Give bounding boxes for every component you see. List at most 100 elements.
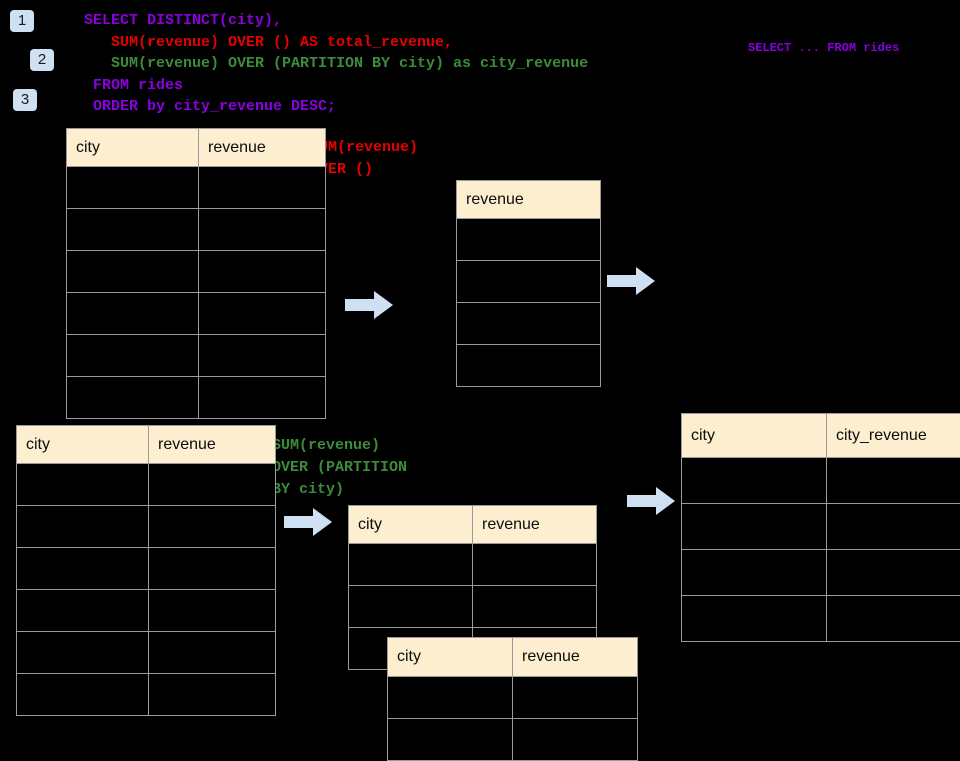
table-row — [349, 586, 597, 628]
arrow-groups-to-result — [627, 487, 675, 515]
column-header-revenue: revenue — [199, 129, 326, 167]
table-row — [67, 293, 326, 335]
table-row — [682, 504, 960, 550]
table-cell — [17, 632, 149, 674]
table-cell — [682, 550, 827, 596]
column-header-revenue: revenue — [473, 506, 597, 544]
column-header-revenue: revenue — [457, 181, 601, 219]
table-row — [67, 209, 326, 251]
table-cell — [827, 550, 960, 596]
table-row — [17, 590, 276, 632]
table-cell — [149, 506, 276, 548]
table-row — [17, 506, 276, 548]
table-cell — [457, 219, 601, 261]
table-cell — [199, 251, 326, 293]
table-cell — [149, 674, 276, 716]
table-cell — [513, 677, 638, 719]
arrow-total-to-result — [607, 267, 655, 295]
column-header-city: city — [17, 426, 149, 464]
table-row — [682, 458, 960, 504]
table-cell — [473, 544, 597, 586]
table-row — [457, 261, 601, 303]
step-badge-1: 1 — [10, 10, 34, 32]
table-cell — [17, 464, 149, 506]
table-row — [457, 219, 601, 261]
select-from-rides-note: SELECT ... FROM rides — [748, 38, 918, 58]
table-cell — [67, 377, 199, 419]
total-revenue-table: revenue — [456, 180, 601, 387]
table-cell — [199, 335, 326, 377]
table-cell — [682, 458, 827, 504]
table-cell — [513, 719, 638, 761]
sum-over-partition: SUM(revenue) OVER (PARTITION BY city) — [272, 435, 407, 501]
table-cell — [199, 209, 326, 251]
column-header-city: city — [682, 414, 827, 458]
table-header-row: revenue — [457, 181, 601, 219]
table-cell — [349, 586, 473, 628]
table-cell — [388, 677, 513, 719]
table-cell — [827, 596, 960, 642]
table-row — [457, 303, 601, 345]
sum-over-empty: SUM(revenue) OVER () — [310, 137, 418, 181]
table-cell — [827, 504, 960, 550]
table-cell — [149, 632, 276, 674]
sql-line-2: SUM(revenue) OVER () AS total_revenue, — [84, 32, 588, 54]
table-cell — [457, 303, 601, 345]
table-row — [682, 596, 960, 642]
table-row — [457, 345, 601, 387]
table-cell — [67, 167, 199, 209]
table-row — [67, 377, 326, 419]
table-cell — [67, 293, 199, 335]
table-cell — [199, 167, 326, 209]
column-header-city: city — [388, 638, 513, 677]
sql-line-4: FROM rides — [84, 75, 588, 97]
table-cell — [473, 586, 597, 628]
table-cell — [17, 506, 149, 548]
table-cell — [827, 458, 960, 504]
table-cell — [457, 261, 601, 303]
table-cell — [349, 544, 473, 586]
table-cell — [388, 719, 513, 761]
table-cell — [67, 335, 199, 377]
arrow-source-to-total — [345, 291, 393, 319]
sql-code-block: SELECT DISTINCT(city),SUM(revenue) OVER … — [84, 10, 588, 118]
table-row — [388, 677, 638, 719]
table-cell — [682, 596, 827, 642]
column-header-revenue: revenue — [149, 426, 276, 464]
column-header-revenue: revenue — [513, 638, 638, 677]
table-row — [388, 719, 638, 761]
table-cell — [682, 504, 827, 550]
table-row — [67, 251, 326, 293]
table-row — [17, 632, 276, 674]
sql-line-5: ORDER by city_revenue DESC; — [84, 96, 588, 118]
table-cell — [17, 548, 149, 590]
table-cell — [67, 251, 199, 293]
sql-line-1: SELECT DISTINCT(city), — [84, 10, 588, 32]
table-row — [67, 167, 326, 209]
table-row — [17, 674, 276, 716]
column-header-city: city — [67, 129, 199, 167]
table-cell — [17, 590, 149, 632]
table-row — [67, 335, 326, 377]
column-header-city: city — [349, 506, 473, 544]
table-cell — [149, 590, 276, 632]
table-row — [349, 544, 597, 586]
sql-line-3: SUM(revenue) OVER (PARTITION BY city) as… — [84, 53, 588, 75]
table-cell — [149, 464, 276, 506]
table-cell — [199, 377, 326, 419]
table-row — [17, 464, 276, 506]
table-cell — [67, 209, 199, 251]
step-badge-3: 3 — [13, 89, 37, 111]
table-row — [682, 550, 960, 596]
arrow-partition-source-to-groups — [284, 508, 332, 536]
table-cell — [149, 548, 276, 590]
table-cell — [457, 345, 601, 387]
